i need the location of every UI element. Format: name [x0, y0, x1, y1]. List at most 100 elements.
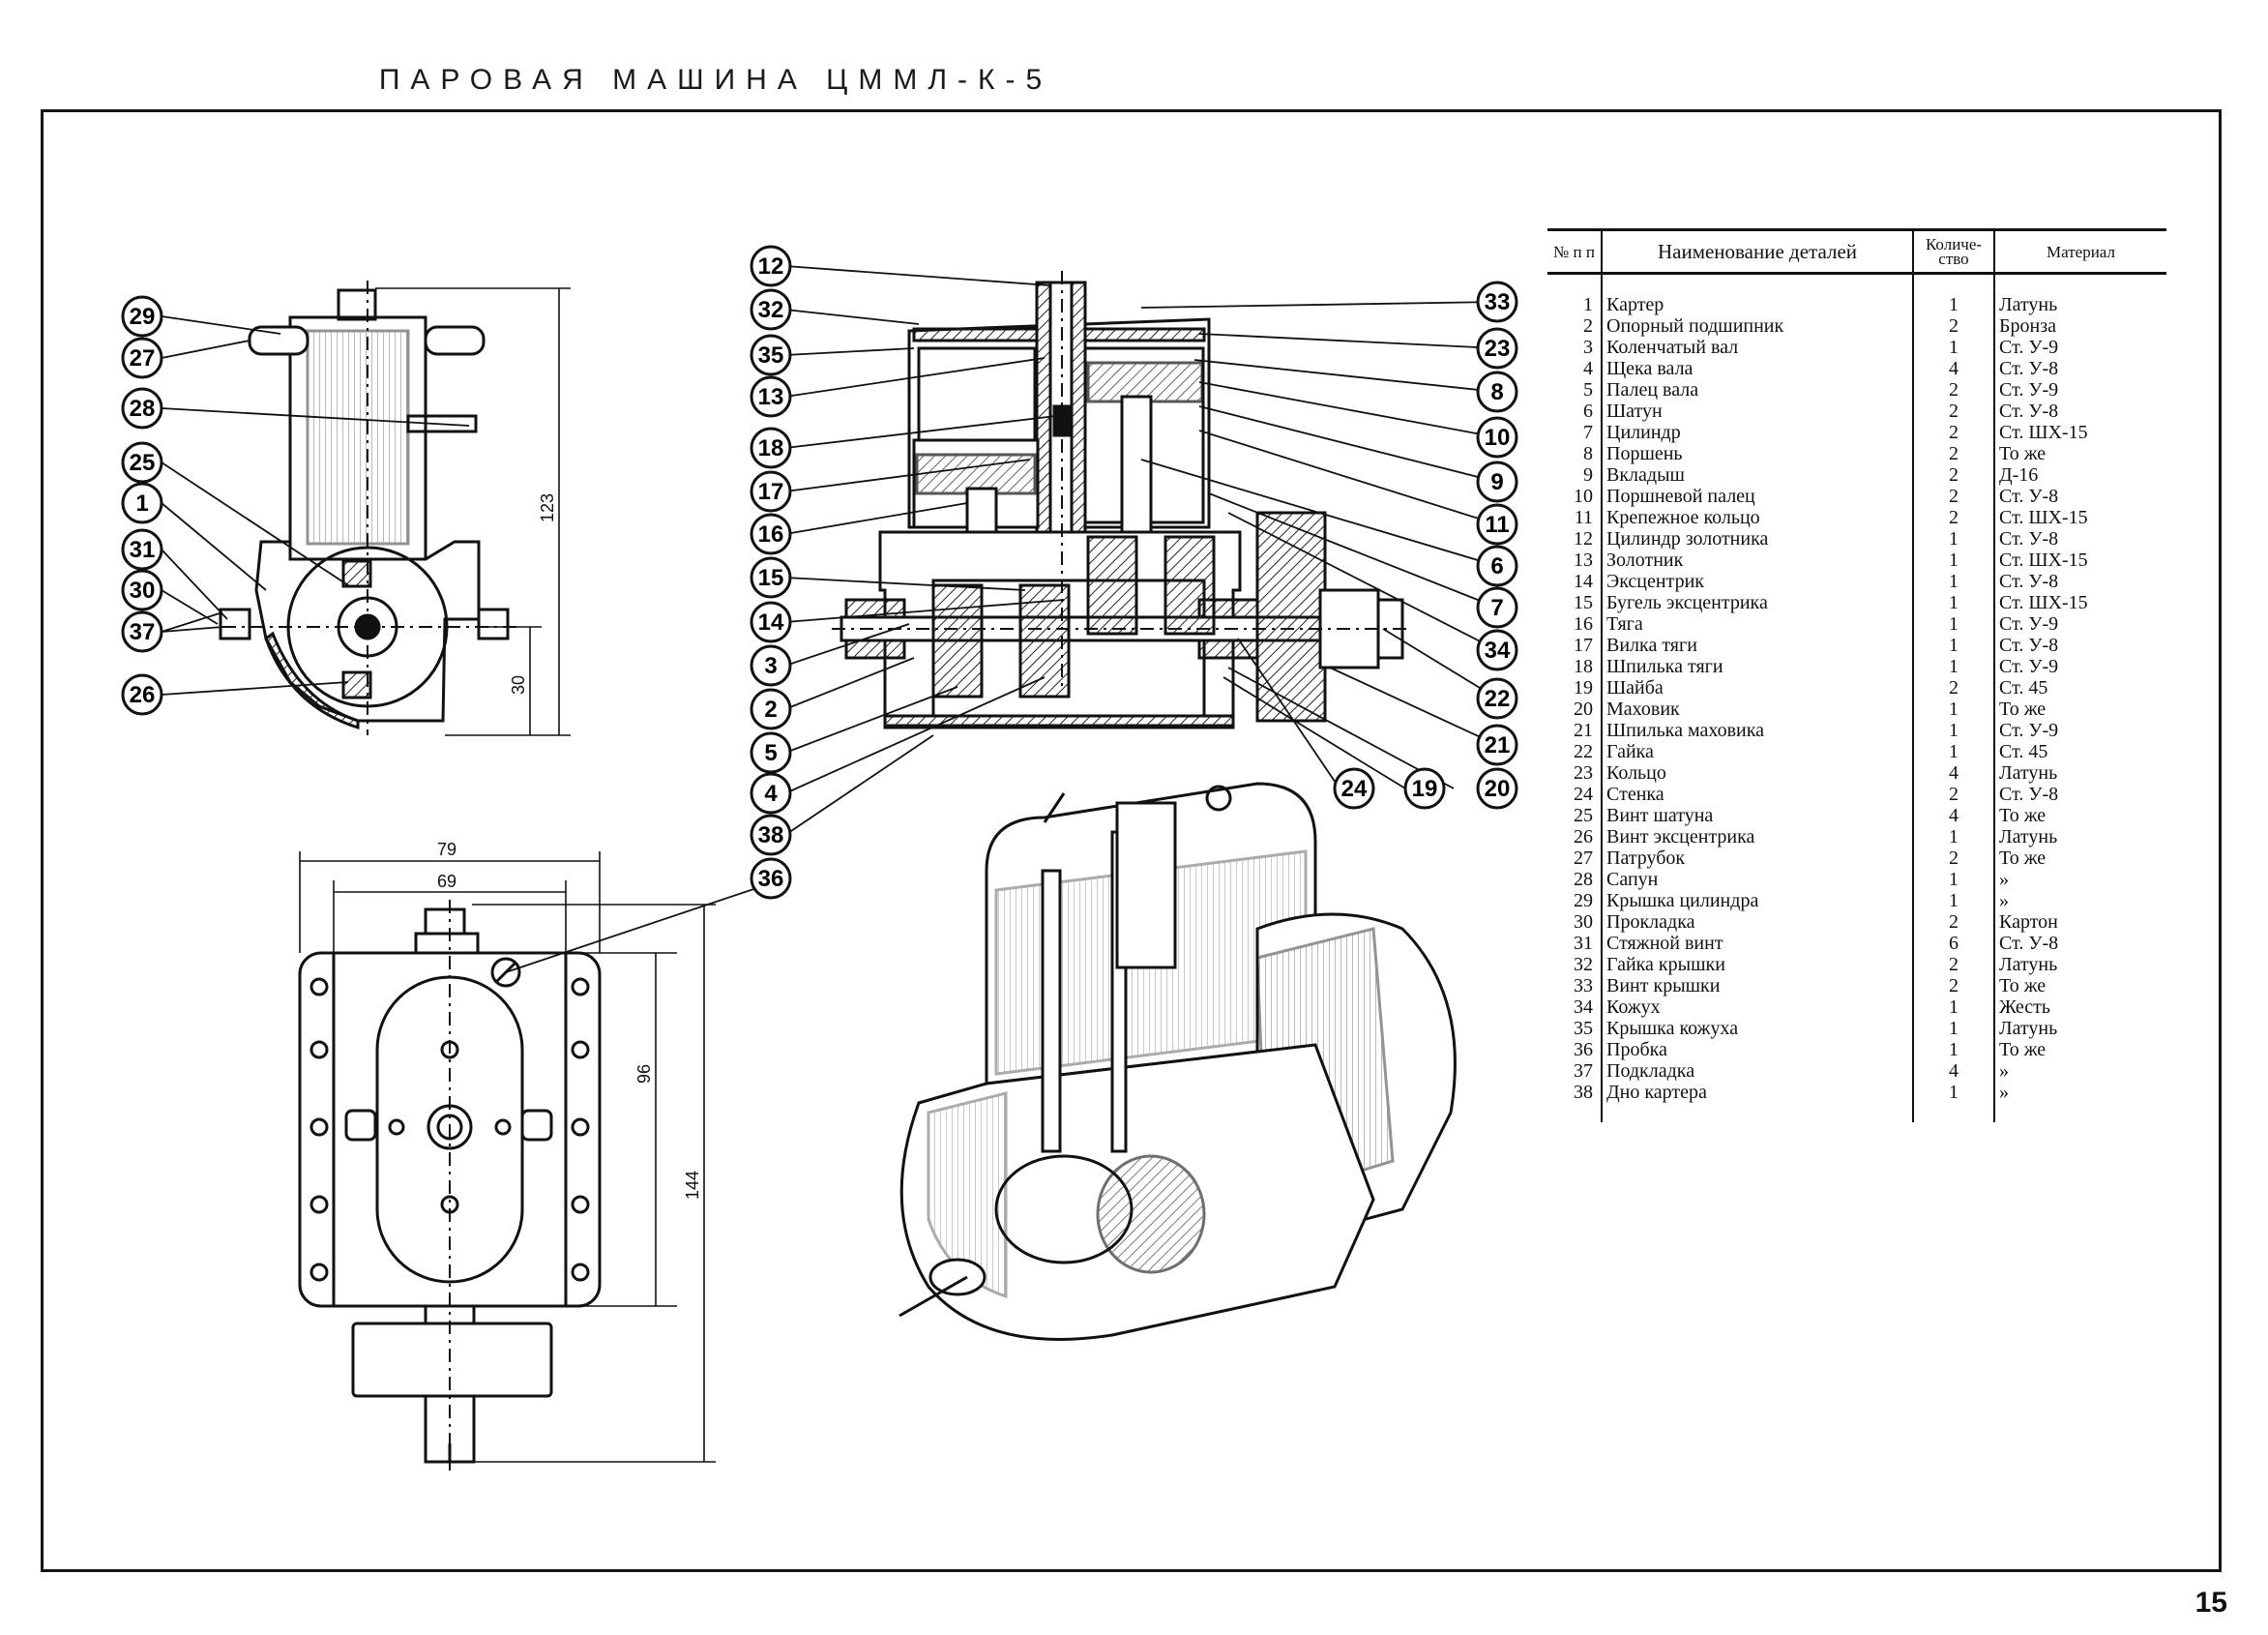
part-name: Палец вала [1601, 379, 1913, 401]
part-material: Картон [1993, 911, 2166, 933]
part-number: 25 [1574, 805, 1593, 826]
callout-24-label: 24 [1341, 776, 1368, 802]
callout-4: 4 [750, 772, 792, 815]
callout-36: 36 [750, 857, 792, 900]
header-quantity: Количе- ство [1912, 228, 1994, 275]
part-number: 1 [1583, 294, 1593, 315]
part-quantity: 2 [1912, 422, 1994, 443]
part-quantity: 1 [1912, 613, 1994, 635]
part-material: То же [1993, 699, 2166, 720]
part-material: Ст. 45 [1993, 741, 2166, 762]
callout-11: 11 [1476, 503, 1518, 546]
callout-7: 7 [1476, 586, 1518, 629]
parts-table: № п п Наименование деталей Количе- ство … [1547, 228, 2166, 1122]
part-number: 21 [1574, 720, 1593, 741]
part-number: 9 [1583, 464, 1593, 486]
callout-8-label: 8 [1490, 379, 1503, 405]
callout-27-label: 27 [130, 345, 156, 372]
callout-38: 38 [750, 814, 792, 856]
side-view [219, 281, 522, 735]
callout-22: 22 [1476, 677, 1518, 720]
callout-17: 17 [750, 470, 792, 513]
part-quantity: 2 [1912, 784, 1994, 805]
part-material: » [1993, 869, 2166, 890]
dim-width-outer: 79 [437, 840, 457, 859]
callout-19-label: 19 [1412, 776, 1438, 802]
part-quantity: 1 [1912, 1039, 1994, 1060]
part-number: 28 [1574, 869, 1593, 890]
part-material: Ст. У-8 [1993, 358, 2166, 379]
part-name: Поршень [1601, 443, 1913, 464]
callout-17-label: 17 [758, 479, 784, 505]
callout-20-label: 20 [1485, 776, 1511, 802]
part-material: Ст. ШХ-15 [1993, 550, 2166, 571]
part-number: 19 [1574, 677, 1593, 699]
callout-16-label: 16 [758, 521, 784, 548]
part-quantity: 2 [1912, 486, 1994, 507]
part-material: » [1993, 1060, 2166, 1082]
callout-18: 18 [750, 427, 792, 469]
dim-length-total: 144 [683, 1171, 702, 1200]
callout-33-label: 33 [1485, 289, 1511, 315]
callout-29-label: 29 [130, 304, 156, 330]
callout-5-label: 5 [764, 740, 777, 766]
part-material: Латунь [1993, 954, 2166, 975]
part-material: Латунь [1993, 762, 2166, 784]
part-number: 11 [1574, 507, 1593, 528]
header-material: Материал [1993, 228, 2166, 275]
part-quantity: 1 [1912, 656, 1994, 677]
part-quantity: 1 [1912, 571, 1994, 592]
part-name: Сапун [1601, 869, 1913, 890]
part-material: Ст. ШХ-15 [1993, 422, 2166, 443]
part-quantity: 4 [1912, 1060, 1994, 1082]
dim-width-inner: 69 [437, 872, 457, 891]
part-number: 18 [1574, 656, 1593, 677]
callout-38-label: 38 [758, 822, 784, 848]
part-name: Шайба [1601, 677, 1913, 699]
part-quantity: 2 [1912, 379, 1994, 401]
part-material: Ст. У-8 [1993, 401, 2166, 422]
callout-22-label: 22 [1485, 686, 1511, 712]
part-number: 34 [1574, 996, 1593, 1018]
callout-18-label: 18 [758, 435, 784, 461]
callout-37: 37 [121, 610, 163, 653]
part-number: 38 [1574, 1082, 1593, 1103]
part-material: Д-16 [1993, 464, 2166, 486]
callout-7-label: 7 [1490, 595, 1503, 621]
part-name: Поршневой палец [1601, 486, 1913, 507]
part-number: 12 [1574, 528, 1593, 550]
part-quantity: 2 [1912, 507, 1994, 528]
part-name: Пробка [1601, 1039, 1913, 1060]
callout-25: 25 [121, 441, 163, 484]
callout-36-label: 36 [758, 866, 784, 892]
callout-15-label: 15 [758, 565, 784, 591]
part-quantity: 2 [1912, 443, 1994, 464]
callout-20: 20 [1476, 767, 1518, 810]
part-number: 5 [1583, 379, 1593, 401]
part-material: Ст. 45 [1993, 677, 2166, 699]
part-name: Винт крышки [1601, 975, 1913, 996]
part-name: Дно картера [1601, 1082, 1913, 1122]
part-number: 22 [1574, 741, 1593, 762]
part-quantity: 1 [1912, 720, 1994, 741]
part-number: 16 [1574, 613, 1593, 635]
part-quantity: 2 [1912, 975, 1994, 996]
part-name: Вкладыш [1601, 464, 1913, 486]
